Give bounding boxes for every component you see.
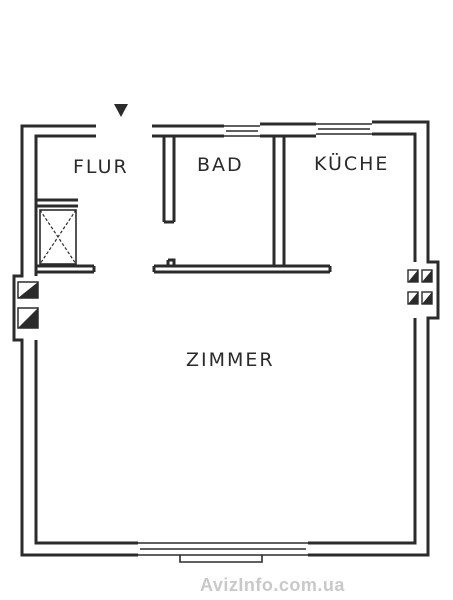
room-label-bad: BAD [197, 154, 244, 176]
window-top-kueche [316, 123, 372, 135]
window-top-bad [224, 125, 260, 137]
outer-wall-left [12, 124, 138, 557]
closet [39, 209, 77, 265]
watermark: AvizInfo.com.ua [200, 575, 345, 595]
room-label-flur: FLUR [73, 156, 129, 178]
wall-flur-closet [36, 198, 96, 274]
room-label-zimmer: ZIMMER [186, 349, 275, 371]
wall-bad-left [162, 136, 176, 224]
window-bottom [138, 542, 308, 563]
wall-horizontal [152, 258, 332, 274]
outer-wall-top [152, 122, 316, 138]
room-label-kueche: KÜCHE [314, 152, 389, 175]
outer-wall-right [308, 120, 440, 557]
stove-left [17, 281, 39, 329]
entrance-arrow-icon [114, 104, 128, 117]
closet-cross [39, 209, 77, 265]
stove-right [407, 269, 433, 305]
wall-bad-kueche [272, 136, 286, 266]
